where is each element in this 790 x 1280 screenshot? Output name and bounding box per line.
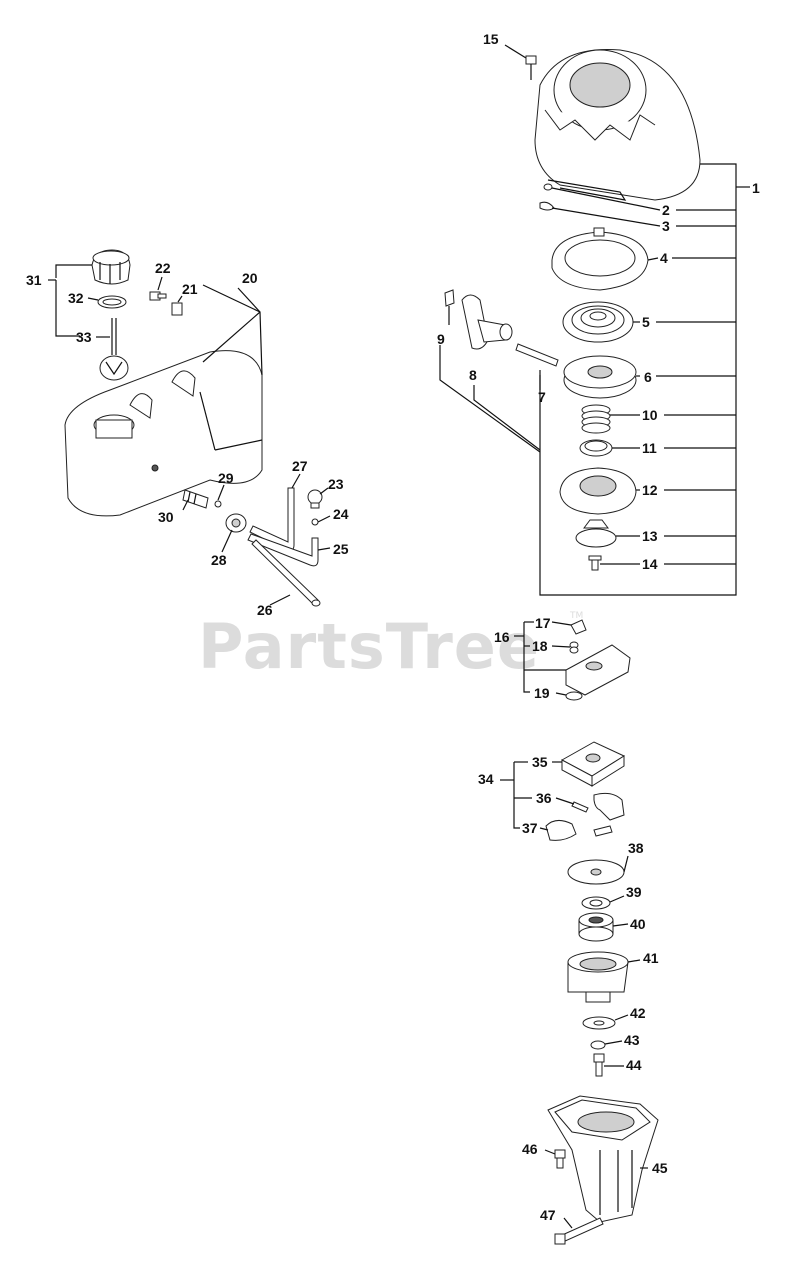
watermark-text: PartsTree xyxy=(198,610,540,683)
fuel-tank-20 xyxy=(64,350,263,517)
callout-15: 15 xyxy=(483,31,499,47)
callout-44: 44 xyxy=(626,1057,642,1073)
cover-16 xyxy=(565,644,631,696)
callout-3: 3 xyxy=(662,218,670,234)
callout-43: 43 xyxy=(624,1032,640,1048)
callout-23: 23 xyxy=(328,476,344,492)
gasket-32 xyxy=(97,295,127,309)
starter-housing-1 xyxy=(534,48,701,201)
callout-18: 18 xyxy=(532,638,548,654)
grommet-28 xyxy=(225,513,247,533)
callout-38: 38 xyxy=(628,840,644,856)
clip-29 xyxy=(214,500,222,508)
handle-8 xyxy=(461,294,513,350)
strainer-33 xyxy=(99,318,129,381)
pulley-6 xyxy=(563,355,637,399)
callout-24: 24 xyxy=(333,506,349,522)
clutch-plate-35 xyxy=(560,741,626,787)
bolt-44 xyxy=(593,1053,605,1077)
knob-17 xyxy=(570,619,587,635)
callout-8: 8 xyxy=(469,367,477,383)
callout-30: 30 xyxy=(158,509,174,525)
callout-45: 45 xyxy=(652,1160,668,1176)
callout-37: 37 xyxy=(522,820,538,836)
callout-16: 16 xyxy=(494,629,510,645)
ratchet-12 xyxy=(559,467,637,515)
callout-32: 32 xyxy=(68,290,84,306)
washer-19 xyxy=(565,691,583,701)
callout-46: 46 xyxy=(522,1141,538,1157)
callout-20: 20 xyxy=(242,270,258,286)
callout-34: 34 xyxy=(478,771,494,787)
shoe-37 xyxy=(545,820,613,841)
clutch-drum-41 xyxy=(567,951,629,1003)
callout-17: 17 xyxy=(535,615,551,631)
bolt-46 xyxy=(554,1149,566,1169)
callout-33: 33 xyxy=(76,329,92,345)
callout-27: 27 xyxy=(292,458,308,474)
callout-1: 1 xyxy=(752,180,760,196)
callout-36: 36 xyxy=(536,790,552,806)
spring-18 xyxy=(569,641,579,654)
ring-11 xyxy=(579,439,613,457)
callout-19: 19 xyxy=(534,685,550,701)
callout-47: 47 xyxy=(540,1207,556,1223)
callout-12: 12 xyxy=(642,482,658,498)
return-pipe-25 xyxy=(247,533,319,567)
spiral-spring-5 xyxy=(562,301,634,343)
callout-35: 35 xyxy=(532,754,548,770)
bolt-47 xyxy=(554,1217,604,1245)
washer-43 xyxy=(590,1040,606,1050)
watermark-tm: TM xyxy=(569,611,583,621)
clutch-case-45 xyxy=(547,1095,659,1223)
reel-cover-4 xyxy=(551,227,649,291)
rope-7 xyxy=(515,343,559,367)
bolt-22 xyxy=(149,291,167,301)
callout-14: 14 xyxy=(642,556,658,572)
pin-3 xyxy=(539,201,555,211)
callout-5: 5 xyxy=(642,314,650,330)
callout-22: 22 xyxy=(155,260,171,276)
plate-38 xyxy=(567,859,625,885)
clip-2 xyxy=(543,183,553,191)
screw-14 xyxy=(588,555,602,571)
collar-21 xyxy=(171,302,183,316)
callout-21: 21 xyxy=(182,281,198,297)
callout-31: 31 xyxy=(26,272,42,288)
callout-28: 28 xyxy=(211,552,227,568)
callout-11: 11 xyxy=(642,440,657,456)
tag-9 xyxy=(444,289,455,325)
callout-13: 13 xyxy=(642,528,658,544)
callout-7: 7 xyxy=(538,389,546,405)
callout-41: 41 xyxy=(643,950,659,966)
pipe-26 xyxy=(251,539,321,607)
callout-10: 10 xyxy=(642,407,658,423)
callout-39: 39 xyxy=(626,884,642,900)
callout-2: 2 xyxy=(662,202,670,218)
callout-6: 6 xyxy=(644,369,652,385)
clip-24 xyxy=(311,518,319,526)
spring-36 xyxy=(571,801,589,813)
callout-25: 25 xyxy=(333,541,349,557)
hub-13 xyxy=(575,519,617,548)
fuel-cap-31 xyxy=(91,249,131,285)
callout-42: 42 xyxy=(630,1005,646,1021)
callout-29: 29 xyxy=(218,470,234,486)
shoe-36 xyxy=(593,792,625,821)
callout-4: 4 xyxy=(660,250,668,266)
washer-39 xyxy=(581,896,611,910)
callout-9: 9 xyxy=(437,331,445,347)
callout-26: 26 xyxy=(257,602,273,618)
filter-23 xyxy=(307,489,323,509)
bolt-15 xyxy=(504,44,537,80)
washer-42 xyxy=(582,1016,616,1030)
bearing-40 xyxy=(578,912,614,942)
callout-40: 40 xyxy=(630,916,646,932)
fitting-30 xyxy=(182,489,209,509)
spring-10 xyxy=(581,404,611,434)
